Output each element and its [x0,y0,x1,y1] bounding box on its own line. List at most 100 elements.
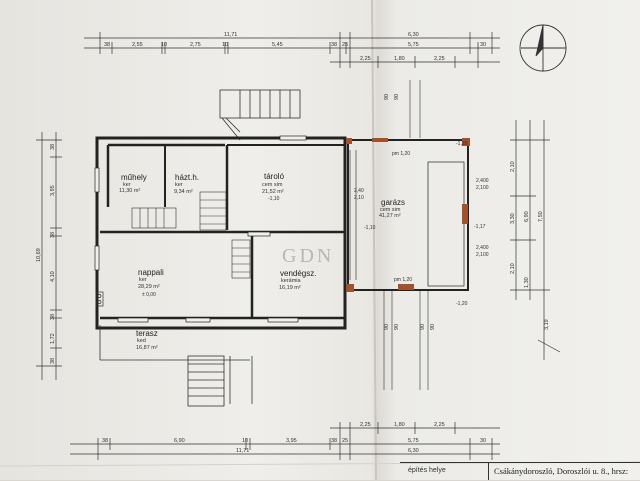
dim-label: 38 [102,438,108,444]
terrace-outline [99,325,253,407]
room-name-muhely: műhely [121,173,147,182]
dim-label: 2,10 [510,263,516,274]
dim-label: 38 [50,144,56,150]
dim-label: 30 [480,42,486,48]
dim-label: 2,10 [354,195,364,201]
dim-label: 38 [50,232,56,238]
level-label: -1,20 [456,301,468,307]
room-area-haztart: 9,34 m² [174,189,193,195]
dim-label: 90 [384,324,390,330]
dim-label: 7,50 [538,211,544,222]
room-area-muhely: 11,30 m² [119,188,140,194]
dim-label: 90 [394,324,400,330]
dim-label: 38 [50,358,56,364]
dim-right-bottom: 6,30 [408,448,419,454]
dim-label: 6,90 [524,211,530,222]
dim-label: 2,400 [476,245,489,251]
right-dimension-chains [510,120,561,360]
level-label: -1,17 [474,224,486,230]
chimney [95,291,104,307]
room-name-tarolo: tároló [264,172,285,181]
dim-label: 90 [430,324,436,330]
dim-label: 3,95 [50,185,56,196]
room-level-nappali: ± 0,00 [142,292,156,298]
dim-label: 1,80 [394,56,405,62]
room-name-haztart: házt.h. [175,173,199,182]
dim-label: 2,400 [476,178,489,184]
room-floor-vendeg: kerámia [281,278,302,284]
outer-stair [219,89,301,141]
inner-stair [131,191,251,279]
dim-right-top: 6,30 [408,32,419,38]
bottom-dimension-chains [70,422,500,460]
room-name-terasz: terasz [136,329,158,338]
room-floor-haztart: ker [175,182,183,188]
room-area-vendeg: 16,19 m² [279,285,301,291]
dim-label: 1,30 [524,277,530,288]
dim-label: 2,100 [476,252,489,258]
level-label: -1,20 [456,141,468,147]
dim-label: 5,75 [408,42,419,48]
dim-label: 38 [331,438,337,444]
dim-label: 1,80 [394,422,405,428]
dim-label: 10 [222,42,228,48]
room-level-tarolo: -1,10 [268,196,280,202]
left-dimension-chains [36,132,62,380]
dim-label: 2,25 [360,422,371,428]
dim-label: 4,10 [50,271,56,282]
dim-label: 30 [480,438,486,444]
room-name-nappali: nappali [138,268,164,277]
windows [94,135,307,323]
dim-label: 2,100 [476,185,489,191]
pm-label: pm 1,20 [392,151,410,157]
dim-label: 38 [331,42,337,48]
dim-label: 90 [384,94,390,100]
dim-total-left: 10,69 [36,248,42,262]
dim-label: 10 [161,42,167,48]
title-block-divider [488,462,489,480]
room-area-terasz: 16,87 m² [136,345,158,351]
dim-label: 2,40 [354,188,364,194]
garage-pillars [346,138,470,292]
room-level-garazs: -1,10 [364,225,376,231]
room-floor-terasz: ked [137,338,146,344]
paper-fold [371,0,377,480]
watermark: GDN [282,245,334,267]
dim-label: 3,19 [544,319,550,330]
dim-label: 90 [394,94,400,100]
room-area-nappali: 28,29 m² [138,284,160,290]
room-floor-tarolo: cem sim [262,182,283,188]
garage-walls [347,139,469,291]
dim-label: 2,10 [510,161,516,172]
dim-label: 25 [342,438,348,444]
dim-total-bottom: 11,71 [236,448,249,454]
pm-label: pm 1,20 [394,277,412,283]
dim-label: 2,75 [190,42,201,48]
top-dimension-chains [84,32,500,68]
room-area-garazs: 41,27 m² [379,213,401,219]
north-arrow-icon [519,24,567,72]
title-block [400,462,640,481]
dim-label: 38 [104,42,110,48]
dim-label: 2,25 [434,56,445,62]
dim-label: 3,30 [510,213,516,224]
building-walls [95,136,347,330]
dim-label: 90 [420,324,426,330]
room-name-vendeg: vendégsz. [280,269,316,278]
dim-label: 3,95 [286,438,297,444]
dim-label: 6,90 [174,438,185,444]
garage-opening-lines [383,80,429,390]
dim-total-top: 11,71 [224,32,237,38]
dim-label: 38 [50,314,56,320]
dim-label: 1,72 [50,333,56,344]
dim-label: 25 [342,42,348,48]
room-floor-nappali: ker [139,277,147,283]
room-area-tarolo: 21,52 m² [262,189,284,195]
dim-label: 2,25 [434,422,445,428]
title-block-label: építés helye [408,467,446,474]
room-floor-muhely: ker [123,182,131,188]
title-block-value: Csákánydoroszló, Doroszlói u. 8., hrsz: [494,466,629,476]
dim-label: 5,75 [408,438,419,444]
dim-label: 5,45 [272,42,283,48]
